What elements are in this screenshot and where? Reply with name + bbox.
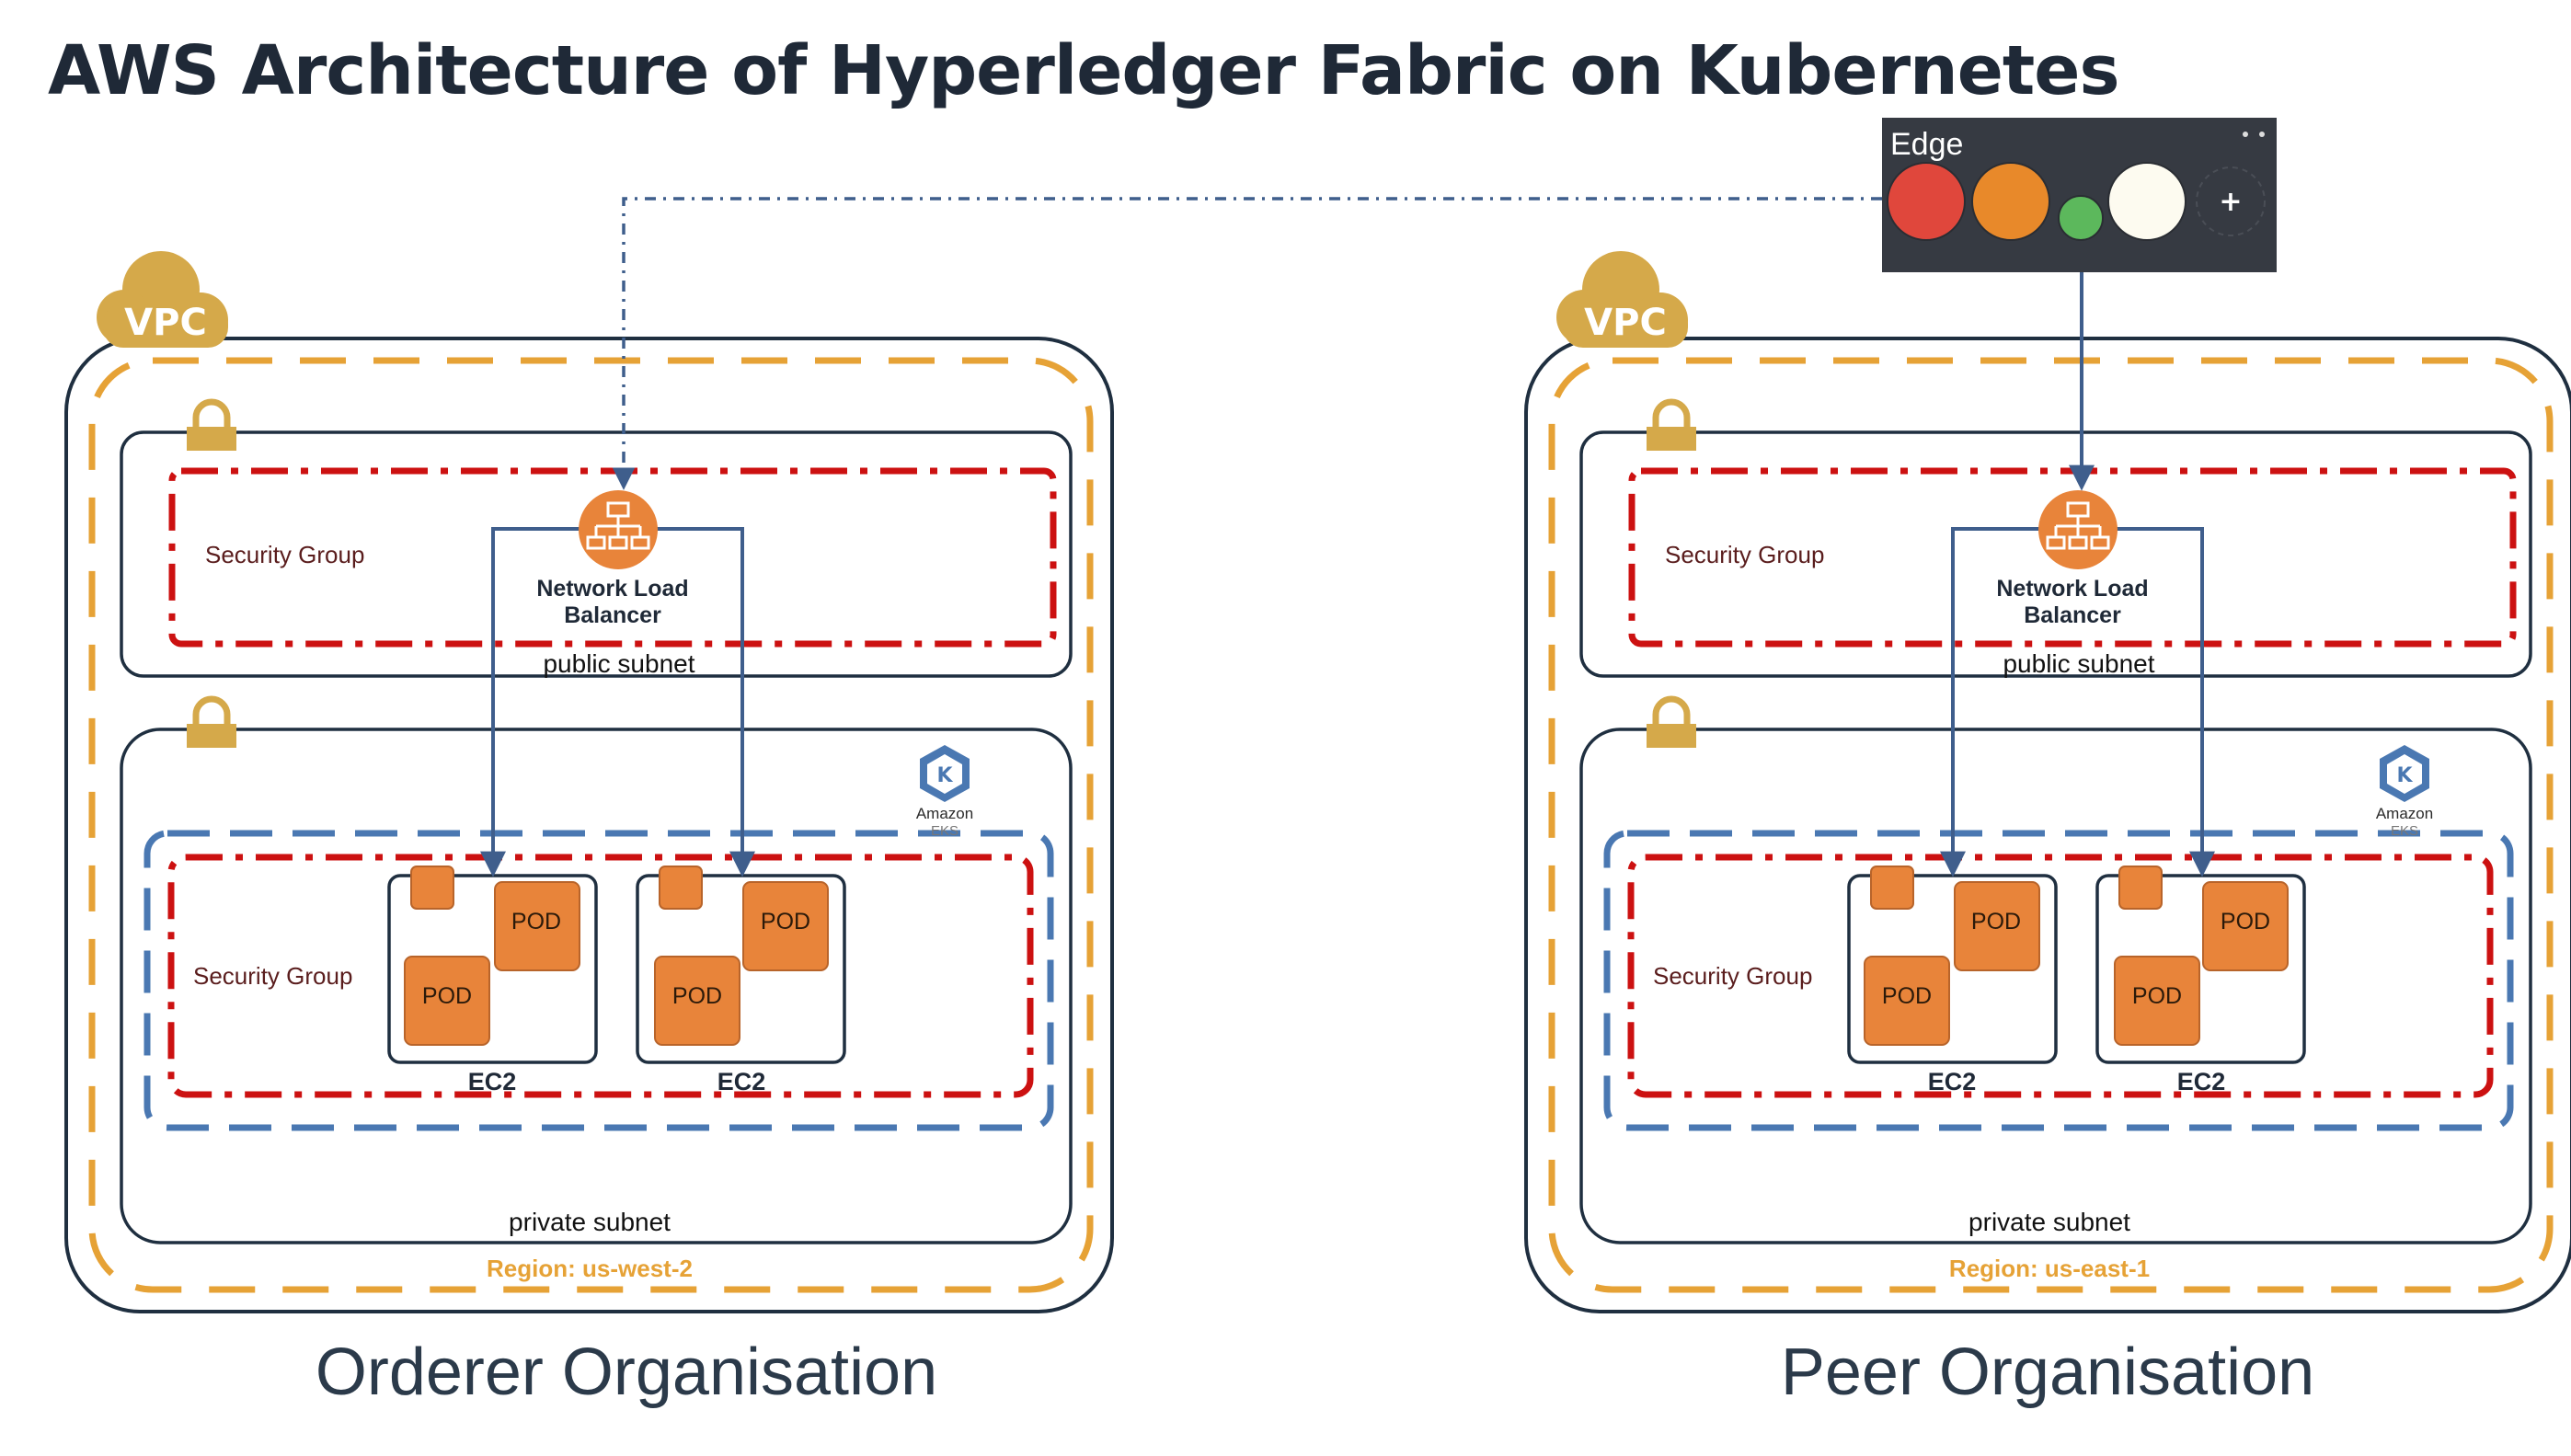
vpc-label: VPC	[1584, 302, 1667, 344]
nlb-label-line1: Network Load	[1996, 576, 2148, 602]
public-subnet-label: public subnet	[543, 649, 694, 678]
eks-label-line1: Amazon	[916, 805, 973, 822]
private-subnet-label: private subnet	[1968, 1208, 2130, 1236]
pod-label: POD	[2221, 909, 2270, 934]
ec2-label: EC2	[1928, 1068, 1977, 1095]
edge-node-dot-green[interactable]	[2058, 195, 2104, 241]
pod-label: POD	[761, 909, 810, 934]
panel-control-dot[interactable]	[2243, 132, 2248, 137]
pod-label: POD	[2132, 983, 2182, 1009]
edge-panel-title: Edge	[1890, 127, 1963, 162]
ec2-label: EC2	[468, 1068, 517, 1095]
ec2-label: EC2	[717, 1068, 766, 1095]
nlb-label-line1: Network Load	[536, 576, 688, 602]
panel-control-dot[interactable]	[2259, 132, 2265, 137]
private-security-group-label: Security Group	[193, 962, 352, 990]
page-title: AWS Architecture of Hyperledger Fabric o…	[48, 31, 2120, 110]
edge-node-dot-red[interactable]	[1887, 162, 1966, 241]
pod-label: POD	[511, 909, 561, 934]
peer-organisation: VPC Security Group Network Load Balancer…	[1526, 251, 2571, 1409]
add-node-button[interactable]	[2196, 166, 2266, 236]
pod-label: POD	[1882, 983, 1932, 1009]
edge-to-orderer-connector	[612, 197, 1882, 490]
edge-node-dot-orange[interactable]	[1971, 162, 2050, 241]
eks-label-line2: EKS	[2391, 823, 2418, 839]
ec2-label: EC2	[2177, 1068, 2226, 1095]
public-security-group-label: Security Group	[205, 541, 364, 568]
orderer-organisation: VPC Security Group Network Load Balancer…	[66, 251, 1112, 1409]
edge-panel[interactable]: Edge +	[1882, 118, 2277, 272]
pod-label: POD	[672, 983, 722, 1009]
vpc-label: VPC	[124, 302, 207, 344]
organisation-title: Orderer Organisation	[316, 1336, 937, 1409]
eks-label-line2: EKS	[931, 823, 958, 839]
private-security-group-label: Security Group	[1653, 962, 1812, 990]
nlb-label-line2: Balancer	[2024, 602, 2121, 628]
add-icon[interactable]: +	[2219, 186, 2242, 218]
private-subnet-label: private subnet	[509, 1208, 671, 1236]
public-subnet-label: public subnet	[2003, 649, 2154, 678]
eks-label-line1: Amazon	[2376, 805, 2433, 822]
pod-label: POD	[422, 983, 472, 1009]
nlb-label-line2: Balancer	[564, 602, 661, 628]
organisation-title: Peer Organisation	[1781, 1336, 2314, 1409]
public-security-group-label: Security Group	[1665, 541, 1824, 568]
region-label: Region: us-east-1	[1949, 1255, 2150, 1282]
region-label: Region: us-west-2	[487, 1255, 693, 1282]
edge-node-dot-white[interactable]	[2107, 162, 2186, 241]
pod-label: POD	[1971, 909, 2021, 934]
